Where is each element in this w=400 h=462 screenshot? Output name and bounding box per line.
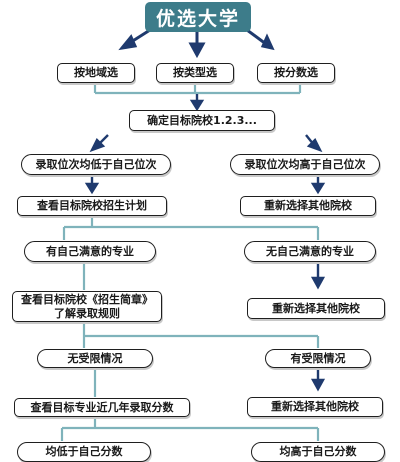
flowchart-connectors	[60, 28, 326, 441]
merge-bracket-step1	[93, 81, 302, 95]
reselect-other-schools-box-1: 重新选择其他院校	[240, 196, 376, 216]
reselect-other-schools-box-3: 重新选择其他院校	[247, 397, 383, 417]
view-enrollment-plan-box: 查看目标院校招生计划	[17, 196, 167, 216]
select-by-region-box: 按地域选	[57, 63, 135, 83]
brochure-line-1: 查看目标院校《招生简章》	[21, 292, 153, 306]
scores-higher-box: 均高于自己分数	[251, 442, 385, 462]
connectors-step7-step8	[93, 367, 326, 397]
title-fan-arrows	[118, 28, 275, 59]
branch-step6-step7	[82, 322, 320, 348]
branch-step8-step9	[60, 416, 320, 441]
has-restrictions-box: 有受限情况	[265, 349, 371, 368]
page-title: 优选大学	[145, 2, 251, 32]
confirm-target-schools-box: 确定目标院校1.2.3...	[129, 110, 275, 131]
no-satisfied-major-box: 无自己满意的专业	[244, 241, 376, 262]
confirm-fan-arrows	[89, 134, 323, 153]
select-by-type-box: 按类型选	[156, 63, 234, 83]
arrow-to-confirm	[189, 94, 205, 112]
connectors-step5-step6	[82, 262, 326, 290]
arrows-step3-step4	[84, 176, 326, 195]
select-by-score-box: 按分数选	[257, 63, 335, 83]
view-major-scores-box: 查看目标专业近几年录取分数	[14, 398, 190, 417]
rank-higher-box: 录取位次均高于自己位次	[230, 154, 380, 175]
no-restrictions-box: 无受限情况	[37, 349, 153, 368]
reselect-other-schools-box-2: 重新选择其他院校	[247, 298, 385, 319]
scores-lower-box: 均低于自己分数	[17, 442, 151, 462]
rank-lower-box: 录取位次均低于自己位次	[21, 154, 171, 175]
branch-step4-step5	[62, 216, 320, 240]
satisfied-major-box: 有自己满意的专业	[24, 241, 156, 262]
view-admission-brochure-box: 查看目标院校《招生简章》 了解录取规则	[12, 291, 162, 322]
brochure-line-2: 了解录取规则	[54, 306, 120, 320]
